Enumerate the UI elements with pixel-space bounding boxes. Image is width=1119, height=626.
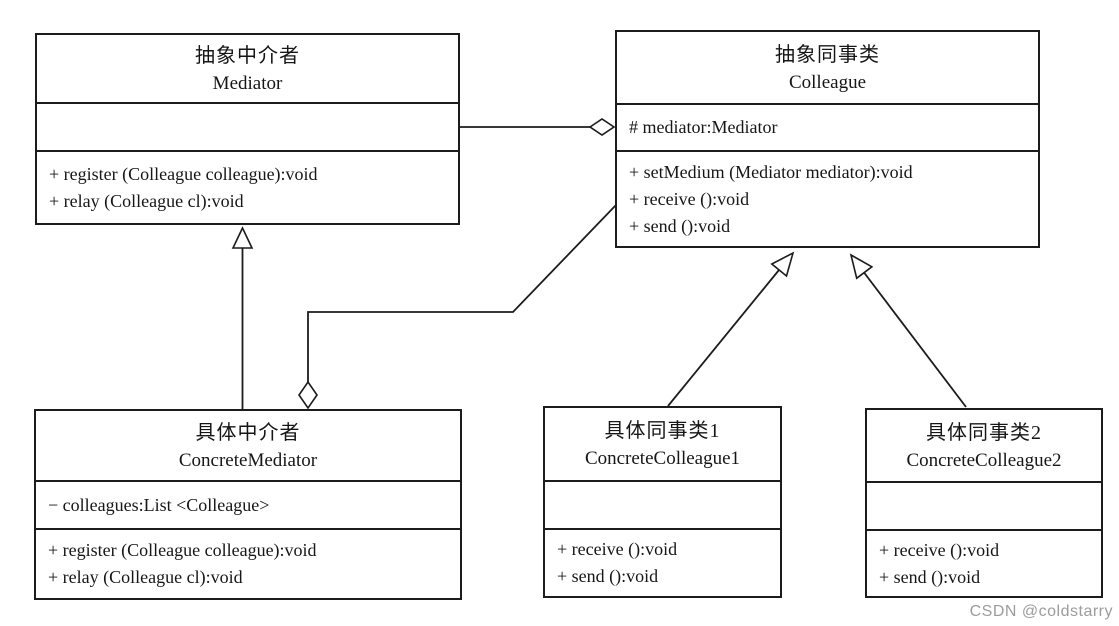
class-title: 抽象中介者 Mediator <box>37 35 458 102</box>
method: + receive ():void <box>879 539 1000 560</box>
class-concrete-mediator: 具体中介者 ConcreteMediator − colleagues:List… <box>34 409 462 600</box>
inheritance-concretecolleague1-to-colleague <box>667 251 795 407</box>
method: + receive ():void <box>629 188 750 209</box>
class-title-en: ConcreteColleague1 <box>584 448 741 469</box>
class-title-zh: 具体中介者 <box>195 421 301 444</box>
inheritance-triangle-icon <box>849 253 874 280</box>
class-title-en: Colleague <box>788 71 867 93</box>
method: + send ():void <box>557 566 659 586</box>
class-title-zh: 具体同事类2 <box>926 421 1042 444</box>
inheritance-concretemediator-to-mediator <box>231 226 254 409</box>
class-title: 具体同事类2 ConcreteColleague2 <box>867 410 1101 481</box>
methods-section: + receive ():void + send ():void <box>545 528 780 596</box>
class-title-zh: 抽象同事类 <box>775 43 880 66</box>
methods-section: + setMedium (Mediator mediator):void + r… <box>617 150 1038 246</box>
methods-section: + receive ():void + send ():void <box>867 529 1101 596</box>
class-colleague: 抽象同事类 Colleague # mediator:Mediator + se… <box>615 30 1040 248</box>
methods-section: + register (Colleague colleague):void + … <box>36 528 460 598</box>
class-title: 抽象同事类 Colleague <box>617 32 1038 103</box>
method: + send ():void <box>629 215 731 236</box>
attributes-section <box>545 480 780 528</box>
method: + relay (Colleague cl):void <box>48 567 243 587</box>
csdn-watermark: CSDN @coldstarry <box>969 603 1113 620</box>
attributes-section: # mediator:Mediator <box>617 103 1038 150</box>
method: + send ():void <box>879 566 981 587</box>
class-title: 具体同事类1 ConcreteColleague1 <box>545 408 780 480</box>
aggregation-colleague-has-mediator <box>460 118 616 136</box>
method: + register (Colleague colleague):void <box>48 540 317 560</box>
inheritance-concretecolleague2-to-colleague <box>849 253 967 408</box>
class-title: 具体中介者 ConcreteMediator <box>36 411 460 480</box>
method: + receive ():void <box>557 539 678 559</box>
method: + setMedium (Mediator mediator):void <box>629 161 913 182</box>
inheritance-triangle-icon <box>770 251 795 278</box>
attributes-section <box>867 481 1101 529</box>
class-mediator: 抽象中介者 Mediator + register (Colleague col… <box>35 33 460 225</box>
class-concrete-colleague-2: 具体同事类2 ConcreteColleague2 + receive ():v… <box>865 408 1103 598</box>
class-title-en: ConcreteMediator <box>178 449 318 471</box>
attribute: # mediator:Mediator <box>629 117 778 137</box>
inheritance-triangle-icon <box>231 226 254 249</box>
class-title-en: Mediator <box>212 72 283 94</box>
attributes-section: − colleagues:List <Colleague> <box>36 480 460 528</box>
class-title-en: ConcreteColleague2 <box>906 449 1062 471</box>
aggregation-concretemediator-has-colleagues <box>298 204 617 410</box>
attribute: − colleagues:List <Colleague> <box>48 494 270 515</box>
class-title-zh: 具体同事类1 <box>604 420 721 442</box>
aggregation-diamond-icon <box>588 118 616 136</box>
methods-section: + register (Colleague colleague):void + … <box>37 150 458 223</box>
class-concrete-colleague-1: 具体同事类1 ConcreteColleague1 + receive ():v… <box>543 406 782 598</box>
method: + relay (Colleague cl):void <box>49 190 244 211</box>
attributes-section <box>37 102 458 150</box>
class-title-zh: 抽象中介者 <box>195 44 300 67</box>
method: + register (Colleague colleague):void <box>49 163 318 184</box>
aggregation-diamond-icon <box>298 380 318 410</box>
